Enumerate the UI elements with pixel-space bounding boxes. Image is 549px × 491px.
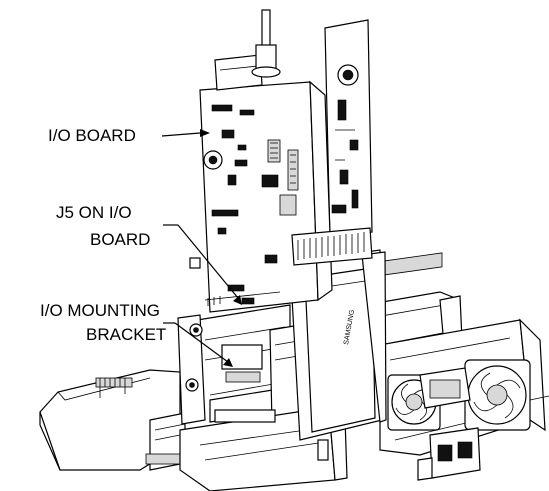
io-mounting-bracket	[177, 304, 303, 441]
bracket-label-line1: I/O MOUNTING	[40, 301, 160, 320]
bracket-label-line2: BRACKET	[86, 325, 166, 344]
io-board-label: I/O BOARD	[48, 126, 136, 145]
tray-connector	[95, 377, 133, 388]
terminal-block	[417, 367, 481, 481]
io-board-callout: I/O BOARD	[48, 126, 210, 145]
base-tray	[39, 369, 201, 471]
j5-connector	[211, 209, 239, 217]
fan-right	[464, 359, 531, 431]
io-board	[189, 9, 373, 313]
front-base-plate	[179, 409, 348, 491]
vertical-daughter-board	[324, 19, 373, 241]
bracket-callout: I/O MOUNTING BRACKET	[40, 301, 233, 367]
j5-label-line1: J5 ON I/O	[56, 203, 132, 222]
standoff-post	[251, 9, 281, 78]
j5-label-line2: BOARD	[90, 230, 150, 249]
j5-callout: J5 ON I/O BOARD	[56, 203, 242, 305]
